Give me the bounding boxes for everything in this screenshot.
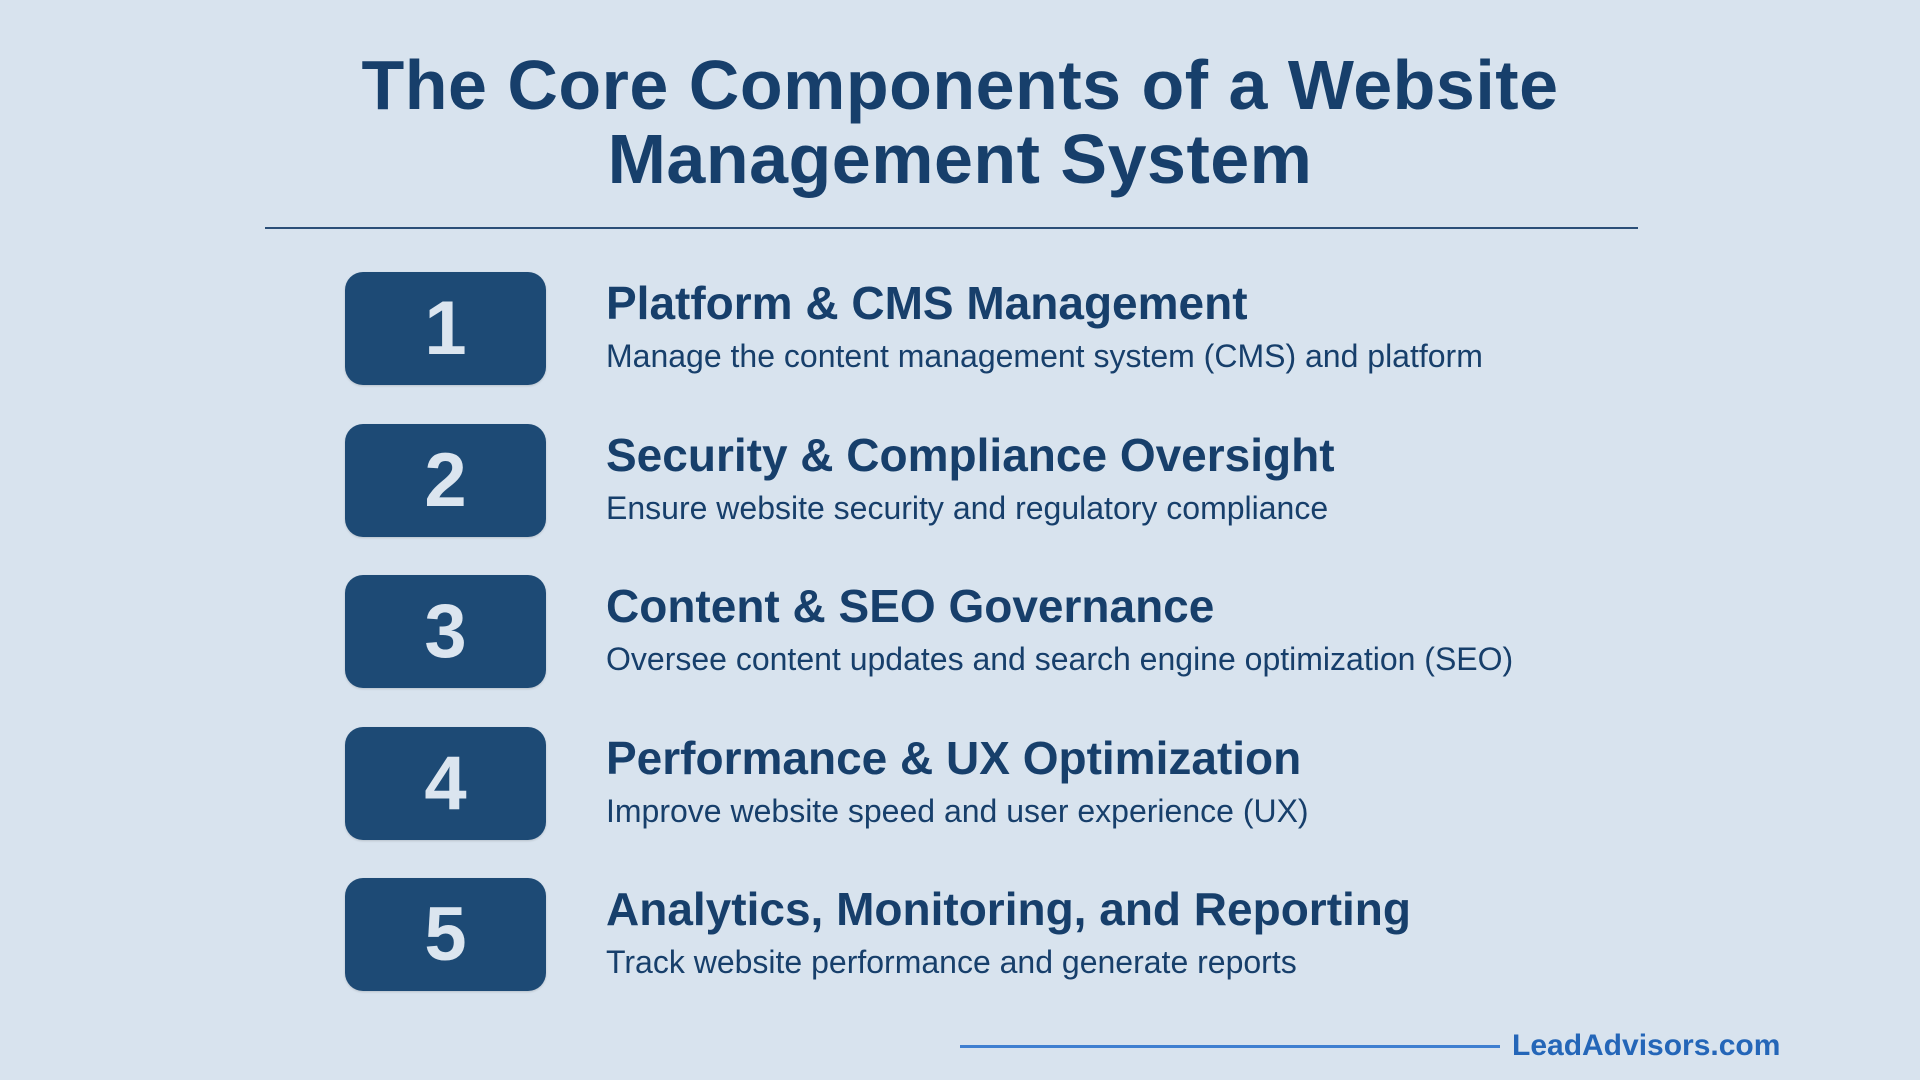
number-badge: 5 xyxy=(345,878,546,991)
title-line-2: Management System xyxy=(607,120,1313,198)
component-item-5: 5 Analytics, Monitoring, and Reporting T… xyxy=(345,878,1645,992)
title-line-1: The Core Components of a Website xyxy=(361,46,1559,124)
number-badge: 1 xyxy=(345,272,546,385)
component-item-4: 4 Performance & UX Optimization Improve … xyxy=(345,727,1645,841)
number-badge: 3 xyxy=(345,575,546,688)
item-description: Manage the content management system (CM… xyxy=(606,338,1483,374)
item-description: Track website performance and generate r… xyxy=(606,944,1297,980)
footer-divider xyxy=(960,1045,1500,1048)
item-description: Ensure website security and regulatory c… xyxy=(606,490,1329,526)
component-item-3: 3 Content & SEO Governance Oversee conte… xyxy=(345,575,1645,689)
component-item-1: 1 Platform & CMS Management Manage the c… xyxy=(345,272,1645,386)
item-heading: Analytics, Monitoring, and Reporting xyxy=(606,883,1411,935)
item-heading: Performance & UX Optimization xyxy=(606,732,1302,784)
title-divider xyxy=(265,227,1638,229)
brand-logo-text: LeadAdvisors.com xyxy=(1512,1029,1781,1062)
item-heading: Content & SEO Governance xyxy=(606,580,1215,632)
item-description: Oversee content updates and search engin… xyxy=(606,641,1514,677)
number-badge: 2 xyxy=(345,424,546,537)
component-item-2: 2 Security & Compliance Oversight Ensure… xyxy=(345,424,1645,538)
number-badge: 4 xyxy=(345,727,546,840)
item-description: Improve website speed and user experienc… xyxy=(606,793,1309,829)
item-heading: Security & Compliance Oversight xyxy=(606,429,1335,481)
page-title: The Core Components of a Website Managem… xyxy=(0,48,1920,196)
item-heading: Platform & CMS Management xyxy=(606,277,1248,329)
